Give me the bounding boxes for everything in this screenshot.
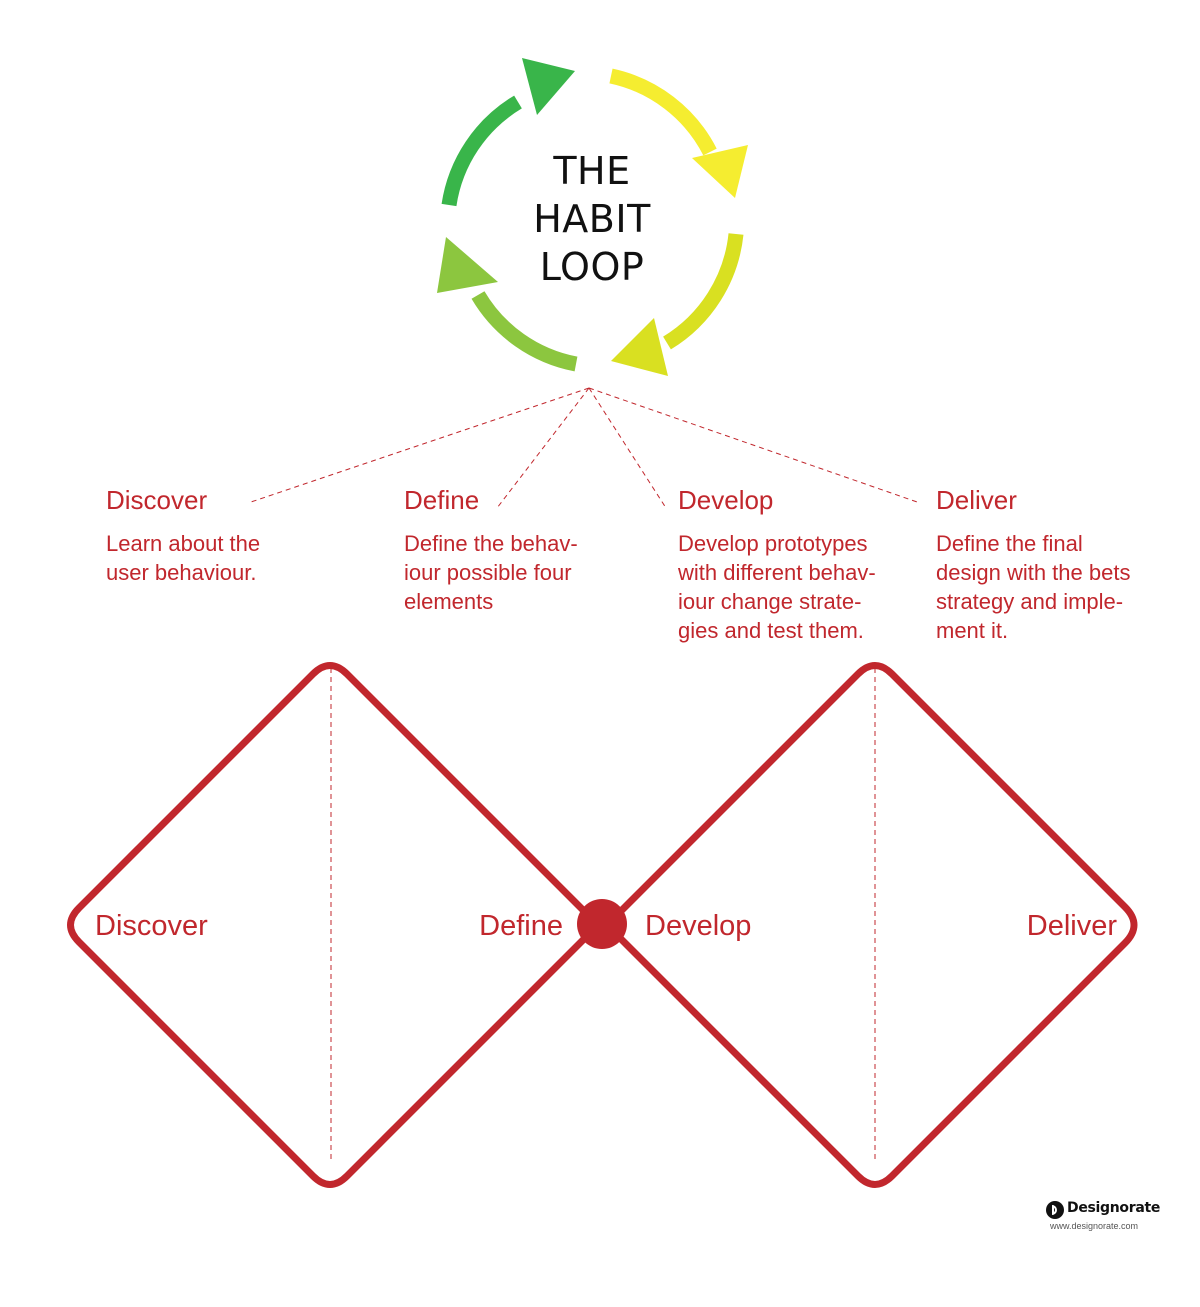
designorate-logo-icon bbox=[1046, 1201, 1064, 1219]
stage-description-discover: Learn about the user behaviour. bbox=[106, 529, 260, 587]
habit-loop-cycle bbox=[437, 58, 748, 376]
diamond-label-deliver: Deliver bbox=[1027, 910, 1118, 942]
description-line: Define the behav- bbox=[404, 531, 578, 556]
stage-heading-develop: Develop bbox=[678, 485, 774, 515]
description-line: iour possible four bbox=[404, 560, 572, 585]
arrow-bottom-right bbox=[663, 233, 744, 350]
arrow-top-left bbox=[441, 95, 522, 207]
connector-develop bbox=[588, 387, 667, 509]
connector-deliver bbox=[588, 387, 921, 504]
brand-url: www.designorate.com bbox=[1050, 1221, 1139, 1231]
stage-heading-deliver: Deliver bbox=[936, 485, 1017, 515]
arrow-top-right-head bbox=[692, 145, 748, 198]
description-line: iour change strate- bbox=[678, 589, 862, 614]
description-line: Develop prototypes bbox=[678, 531, 868, 556]
arrow-bottom-left-head bbox=[437, 237, 498, 293]
description-line: gies and test them. bbox=[678, 618, 864, 643]
loop-title-line-2: HABIT bbox=[533, 197, 651, 241]
description-line: user behaviour. bbox=[106, 560, 257, 585]
arrow-top-left-head bbox=[522, 58, 575, 115]
description-line: strategy and imple- bbox=[936, 589, 1124, 614]
description-line: elements bbox=[404, 589, 494, 614]
brand-name: Designorate bbox=[1067, 1200, 1161, 1216]
description-line: design with the bets bbox=[936, 560, 1131, 585]
arrow-top-right bbox=[609, 68, 717, 156]
stage-heading-discover: Discover bbox=[106, 485, 208, 515]
description-line: Learn about the bbox=[106, 531, 261, 556]
stage-description-deliver: Define the final design with the bets st… bbox=[936, 529, 1130, 645]
diamond-label-discover: Discover bbox=[95, 910, 208, 942]
designorate-logo: Designorate www.designorate.com bbox=[1046, 1200, 1166, 1240]
connector-define bbox=[496, 387, 590, 509]
diamond-label-develop: Develop bbox=[645, 910, 751, 942]
stage-heading-define: Define bbox=[404, 485, 480, 515]
connector-lines bbox=[247, 387, 921, 509]
double-diamond bbox=[67, 662, 1138, 1188]
description-line: Define the final bbox=[936, 531, 1083, 556]
arrow-bottom-right-head bbox=[611, 318, 668, 376]
diamond-label-define: Define bbox=[479, 910, 563, 942]
arrow-bottom-left bbox=[471, 291, 578, 372]
diamond-center-node bbox=[577, 899, 627, 949]
description-line: ment it. bbox=[936, 618, 1009, 643]
loop-title-line-3: LOOP bbox=[540, 245, 645, 289]
diamond-left bbox=[67, 662, 596, 1188]
loop-title-line-1: THE bbox=[552, 149, 630, 193]
stage-description-develop: Develop prototypes with different behav-… bbox=[678, 529, 876, 645]
stage-description-define: Define the behav- iour possible four ele… bbox=[404, 529, 578, 616]
connector-discover bbox=[247, 387, 590, 504]
description-line: with different behav- bbox=[678, 560, 876, 585]
